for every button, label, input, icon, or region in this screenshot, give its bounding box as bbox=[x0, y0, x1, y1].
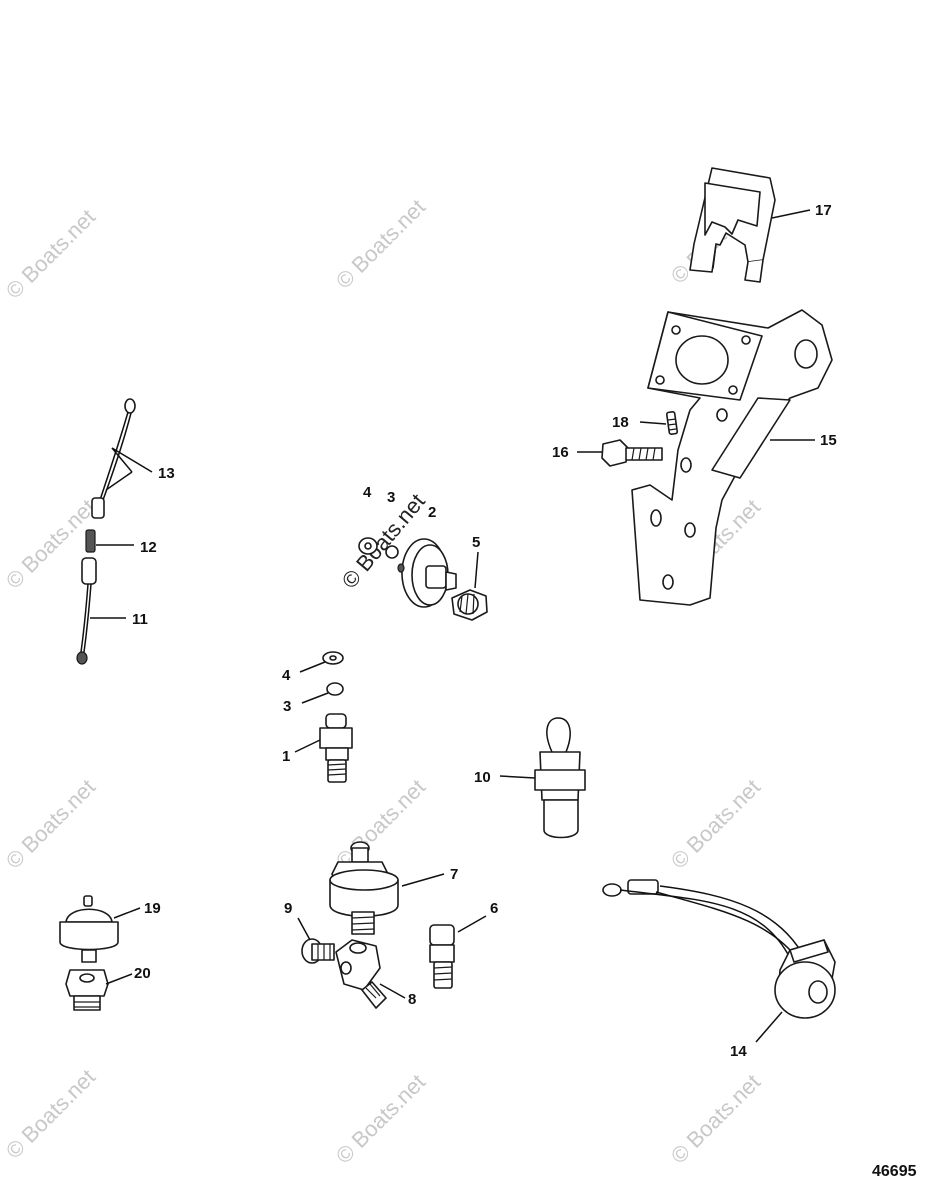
callout-14: 14 bbox=[730, 1043, 747, 1060]
callout-16: 16 bbox=[552, 444, 569, 461]
callout-1: 1 bbox=[282, 748, 290, 765]
leader-line bbox=[297, 917, 311, 941]
watermark: © Boats.net bbox=[331, 194, 430, 293]
part-18-screw bbox=[665, 411, 679, 435]
part-4-washer-upper bbox=[358, 537, 378, 555]
leader-line bbox=[474, 551, 479, 589]
watermark-layer: © Boats.net © Boats.net © Boats.net © Bo… bbox=[1, 189, 765, 1168]
leader-line bbox=[299, 661, 326, 673]
callout-17: 17 bbox=[815, 202, 832, 219]
part-10-connector bbox=[534, 717, 586, 839]
callout-5: 5 bbox=[472, 534, 480, 551]
callout-3-lower: 3 bbox=[283, 698, 291, 715]
part-17-clip bbox=[689, 167, 776, 283]
callout-7: 7 bbox=[450, 866, 458, 883]
leader-line bbox=[294, 739, 321, 753]
part-3-washer-lower bbox=[326, 682, 344, 696]
leader-line bbox=[113, 907, 141, 919]
part-9-plug bbox=[301, 938, 335, 964]
callout-4-upper: 4 bbox=[363, 484, 372, 501]
part-2-sender bbox=[397, 538, 457, 608]
leader-line bbox=[401, 873, 445, 887]
part-5-fitting bbox=[451, 589, 488, 621]
watermark: © Boats.net bbox=[666, 774, 765, 873]
leader-line bbox=[105, 973, 133, 985]
callout-4-lower: 4 bbox=[282, 667, 291, 684]
callout-11: 11 bbox=[132, 611, 148, 628]
leader-line bbox=[111, 447, 153, 473]
callout-2: 2 bbox=[428, 504, 436, 521]
part-11-wire bbox=[76, 557, 97, 665]
part-15-bracket bbox=[631, 309, 833, 606]
part-13-wire bbox=[91, 398, 136, 519]
figure-number: 46695 bbox=[872, 1163, 917, 1180]
callout-13: 13 bbox=[158, 465, 175, 482]
part-14-sensor bbox=[602, 879, 836, 1019]
watermark: © Boats.net bbox=[1, 774, 100, 873]
callout-20: 20 bbox=[134, 965, 151, 982]
leader-line bbox=[639, 421, 667, 425]
part-19-sender bbox=[59, 895, 119, 963]
leader-line bbox=[755, 1011, 783, 1043]
watermark: © Boats.net bbox=[1, 1064, 100, 1163]
callout-15: 15 bbox=[820, 432, 837, 449]
part-3-washer-upper bbox=[385, 545, 399, 559]
callout-6: 6 bbox=[490, 900, 498, 917]
watermark: © Boats.net bbox=[666, 1069, 765, 1168]
callout-3-upper: 3 bbox=[387, 489, 395, 506]
callout-9: 9 bbox=[284, 900, 292, 917]
leader-line bbox=[457, 915, 487, 933]
part-20-bushing bbox=[65, 969, 109, 1011]
part-1-switch bbox=[319, 713, 353, 783]
part-7-pressure-switch bbox=[329, 841, 399, 935]
callout-18: 18 bbox=[612, 414, 629, 431]
leader-line bbox=[499, 775, 536, 779]
callout-10: 10 bbox=[474, 769, 491, 786]
leader-line bbox=[379, 983, 406, 999]
part-16-bolt bbox=[601, 439, 663, 467]
leader-line bbox=[771, 209, 811, 219]
watermark: © Boats.net bbox=[331, 1069, 430, 1168]
callout-12: 12 bbox=[140, 539, 157, 556]
leader-line bbox=[111, 447, 133, 473]
watermark: © Boats.net bbox=[331, 774, 430, 873]
watermark: © Boats.net bbox=[1, 204, 100, 303]
part-6-adapter bbox=[429, 924, 455, 989]
part-8-elbow bbox=[335, 939, 387, 1009]
part-12-sleeve bbox=[85, 529, 96, 553]
leader-line bbox=[105, 471, 133, 491]
callout-19: 19 bbox=[144, 900, 161, 917]
leader-line bbox=[301, 692, 329, 704]
callout-8: 8 bbox=[408, 991, 416, 1008]
part-4-washer-lower bbox=[322, 651, 344, 665]
